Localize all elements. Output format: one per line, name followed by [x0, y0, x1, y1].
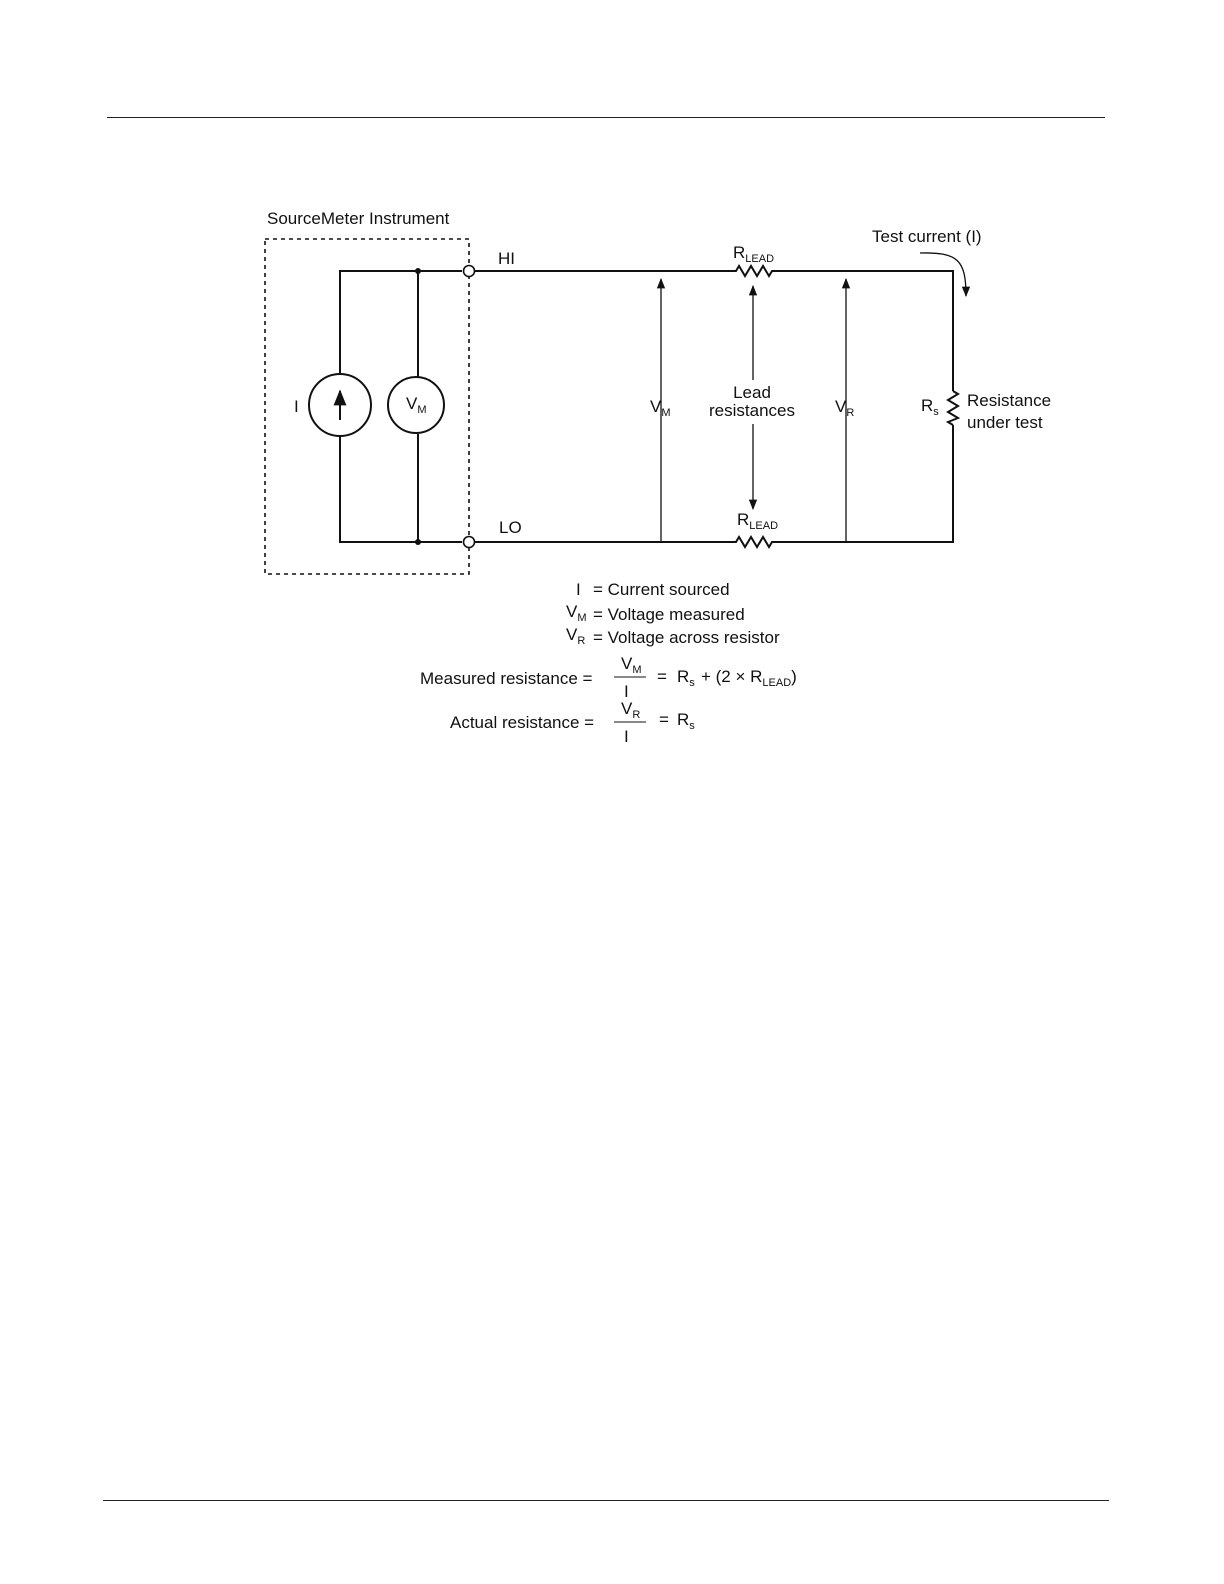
rs-resistor	[948, 391, 958, 425]
resistance-under-test-line1: Resistance	[967, 391, 1051, 410]
test-current-label: Test current (I)	[872, 227, 982, 246]
r-lead-bottom-label: RLEAD	[737, 510, 778, 532]
legend-vm-desc: = Voltage measured	[593, 605, 745, 624]
actual-equals: =	[659, 710, 669, 729]
lo-lead-wire	[475, 425, 953, 547]
lo-label: LO	[499, 518, 522, 537]
measured-equals: =	[657, 667, 667, 686]
r-lead-top-label: RLEAD	[733, 243, 774, 265]
hi-terminal	[464, 266, 475, 277]
measured-rest: + (2 × RLEAD)	[701, 667, 797, 689]
hi-label: HI	[498, 249, 515, 268]
test-current-arrow	[920, 253, 966, 296]
legend-vm-symbol: VM	[566, 602, 587, 624]
legend-i-desc: = Current sourced	[593, 580, 730, 599]
legend-vr-symbol: VR	[566, 625, 585, 647]
actual-rs: Rs	[677, 710, 695, 732]
junction-dot-bottom	[415, 539, 421, 545]
resistance-under-test-line2: under test	[967, 413, 1043, 432]
actual-denominator: I	[624, 727, 629, 746]
rs-label: Rs	[921, 396, 939, 418]
vm-arrow-label: VM	[650, 397, 671, 419]
lead-resistances-line2: resistances	[709, 401, 795, 420]
actual-resistance-label: Actual resistance =	[450, 713, 594, 732]
vr-arrow-label: VR	[835, 397, 854, 419]
lo-terminal	[464, 537, 475, 548]
legend-i-symbol: I	[576, 580, 581, 599]
source-current-label: I	[294, 397, 299, 416]
hi-lead-wire	[475, 266, 953, 391]
actual-numerator: VR	[621, 699, 640, 721]
legend-vr-desc: = Voltage across resistor	[593, 628, 780, 647]
measured-numerator: VM	[621, 654, 642, 676]
measured-resistance-label: Measured resistance =	[420, 669, 593, 688]
junction-dot-top	[415, 268, 421, 274]
lead-resistances-line1: Lead	[733, 383, 771, 402]
measured-rs: Rs	[677, 667, 695, 689]
instrument-label: SourceMeter Instrument	[267, 209, 450, 228]
